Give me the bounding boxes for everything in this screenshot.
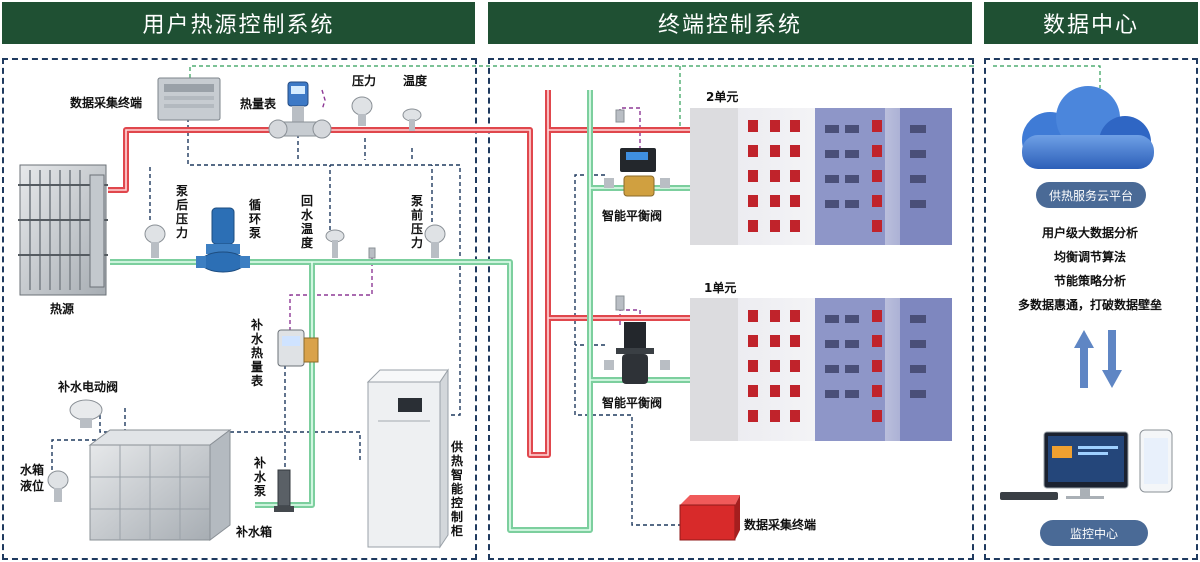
lower-balance-valve-graphic — [604, 322, 670, 384]
label-unit1: 1单元 — [704, 281, 737, 295]
label-return-temperature: 回水温度 — [300, 194, 313, 250]
pump-after-pressure-sensor — [144, 224, 166, 258]
circulation-pump-graphic — [196, 207, 250, 273]
label-makeup-valve: 补水电动阀 — [58, 380, 119, 394]
label-temperature: 温度 — [403, 74, 428, 88]
lower-supply-sensor — [615, 295, 625, 311]
upper-balance-valve-graphic — [604, 148, 670, 197]
pressure-sensor-graphic — [351, 96, 373, 126]
tank-level-sensor — [47, 470, 69, 502]
label-tank-level: 水箱液位 — [20, 463, 45, 493]
frame-data-center — [984, 58, 1198, 560]
feature-2: 均衡调节算法 — [1053, 250, 1126, 264]
heat-meter-graphic — [268, 81, 332, 139]
label-makeup-heat-meter: 补水热量表 — [250, 318, 263, 388]
label-makeup-tank: 补水箱 — [236, 525, 273, 539]
heat-exchanger-graphic — [18, 164, 108, 296]
feature-4: 多数据惠通，打破数据壁垒 — [1017, 298, 1162, 312]
cloud-platform-label: 供热服务云平台 — [1048, 188, 1133, 203]
label-heat-source: 热源 — [50, 302, 75, 316]
label-heat-meter: 热量表 — [240, 97, 277, 111]
header-data-center: 数据中心 — [984, 2, 1198, 44]
building-unit2-graphic — [690, 108, 952, 245]
header-terminal-title: 终端控制系统 — [657, 13, 802, 38]
feature-1: 用户级大数据分析 — [1041, 226, 1138, 240]
control-cabinet-graphic — [366, 368, 449, 549]
label-data-terminal: 数据采集终端 — [70, 96, 143, 110]
terminal-data-collector-graphic — [679, 495, 740, 541]
makeup-valve-graphic — [69, 399, 103, 428]
header-terminal-system: 终端控制系统 — [488, 2, 972, 44]
temperature-sensor-graphic — [402, 108, 422, 131]
monitor-devices-graphic — [1000, 429, 1173, 500]
label-pump-after-pressure: 泵后压力 — [175, 184, 188, 240]
cloud-icon — [1022, 86, 1154, 169]
makeup-pump-graphic — [274, 469, 294, 512]
monitor-center-label: 监控中心 — [1069, 526, 1118, 541]
feature-3: 节能策略分析 — [1053, 274, 1126, 288]
header-source-title: 用户热源控制系统 — [142, 13, 335, 38]
makeup-tank-graphic — [88, 429, 232, 541]
label-pump-before-pressure: 泵前压力 — [410, 194, 423, 250]
plc-terminal-graphic — [157, 77, 221, 121]
sync-arrows-icon — [1074, 330, 1122, 388]
frame-source-system — [2, 58, 477, 560]
label-terminal-data-collector: 数据采集终端 — [744, 518, 817, 532]
cloud-platform-pill: 供热服务云平台 — [1036, 182, 1146, 208]
return-temperature-sensor — [325, 229, 345, 258]
pump-before-pressure-sensor — [424, 224, 446, 258]
makeup-heat-meter-graphic — [277, 329, 319, 367]
label-tank-level-wrap: 水箱液位 — [20, 462, 50, 494]
building-unit1-graphic — [690, 298, 952, 441]
label-unit2: 2单元 — [706, 90, 739, 104]
label-pressure: 压力 — [352, 74, 377, 88]
upper-supply-sensor — [615, 109, 625, 123]
header-source-system: 用户热源控制系统 — [2, 2, 475, 44]
label-lower-valve: 智能平衡阀 — [602, 396, 663, 410]
header-center-title: 数据中心 — [1042, 13, 1139, 38]
label-control-cabinet: 供热智能控制柜 — [450, 440, 463, 538]
label-circulation-pump: 循环泵 — [248, 198, 261, 240]
monitor-center-pill: 监控中心 — [1040, 520, 1148, 546]
label-upper-valve: 智能平衡阀 — [602, 209, 663, 223]
label-makeup-pump: 补水泵 — [253, 456, 266, 498]
frame-terminal-system — [488, 58, 974, 560]
